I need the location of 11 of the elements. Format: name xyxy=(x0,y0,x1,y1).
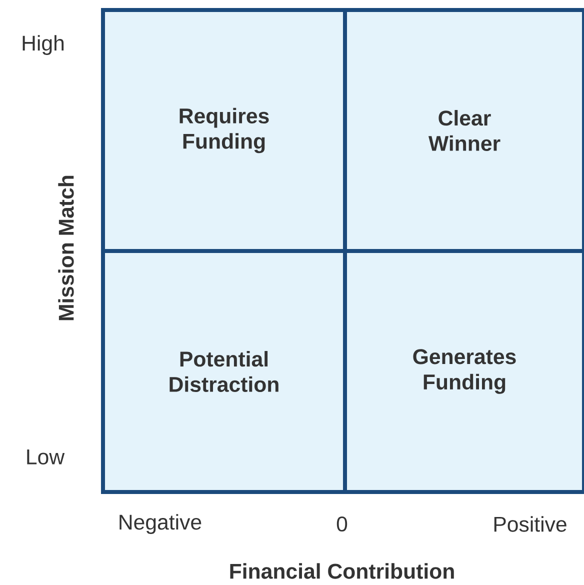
axis-title: Financial Contribution xyxy=(230,563,454,579)
quadrant-box: Clear Winner xyxy=(343,8,584,253)
axis-label: Low xyxy=(27,450,65,464)
axis-label: Negative xyxy=(120,514,202,534)
axis-label: High xyxy=(22,35,64,55)
axis-label: 0 xyxy=(336,516,348,532)
quadrant-box: Requires Funding xyxy=(101,8,347,253)
quadrant-box: Potential Distraction xyxy=(101,249,347,494)
axis-label: Positive xyxy=(494,516,566,532)
axis-title: Mission Match xyxy=(58,176,74,320)
quadrant-box: Generates Funding xyxy=(343,249,584,494)
